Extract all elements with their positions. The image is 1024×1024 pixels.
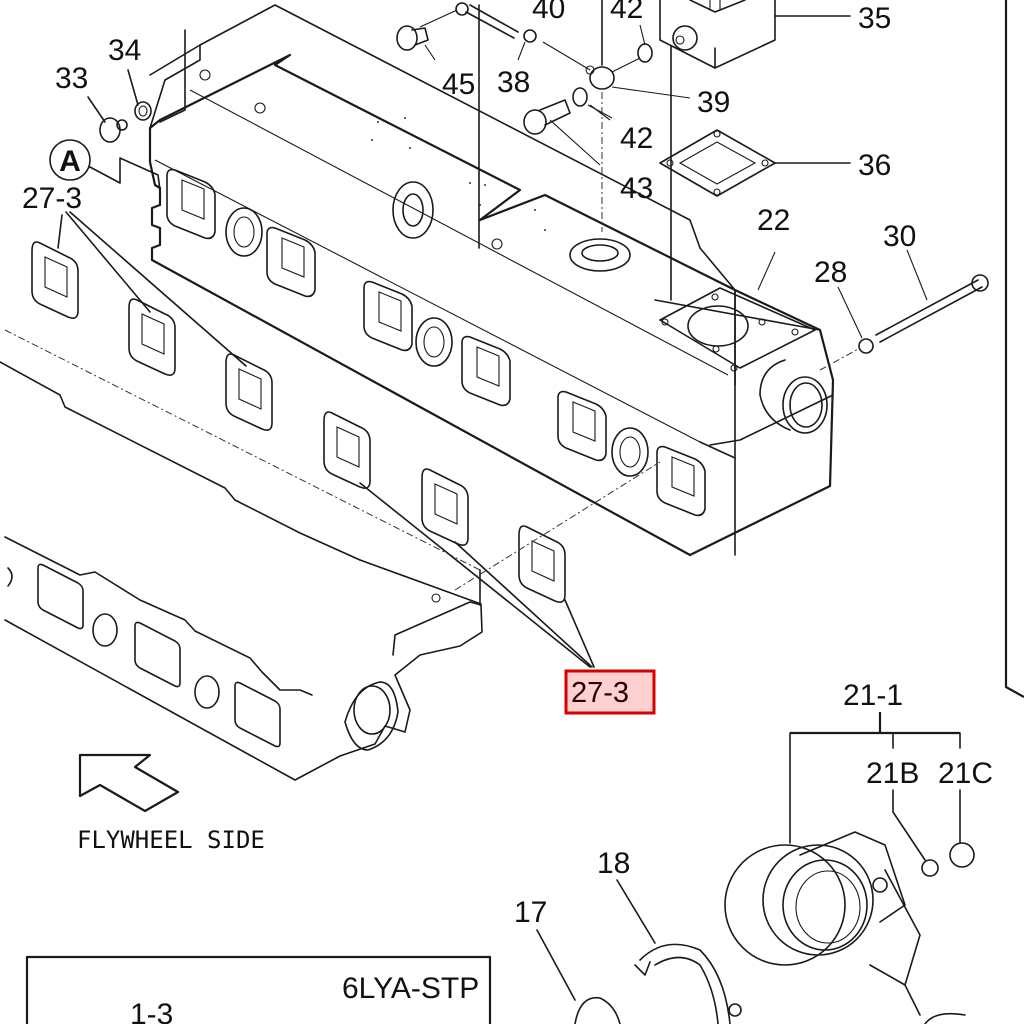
gaskets-27-3 — [31, 211, 661, 668]
callout-22[interactable]: 22 — [757, 204, 790, 237]
ring-17 — [574, 996, 621, 1024]
highlight-box — [564, 669, 656, 715]
model-box — [25, 955, 492, 1024]
callout-1-3[interactable]: 1-3 — [130, 998, 173, 1024]
exhaust-manifold — [148, 4, 835, 557]
callout-30[interactable]: 30 — [883, 220, 916, 253]
turbo-outlet-21-1 — [724, 831, 975, 1024]
callout-39[interactable]: 39 — [697, 86, 730, 119]
leaders-upper-left — [87, 69, 139, 123]
callout-42-top[interactable]: 42 — [610, 0, 643, 25]
section-marker-label: A — [59, 145, 81, 178]
model-label: 6LYA-STP — [342, 972, 479, 1005]
manifold-ports — [166, 168, 706, 517]
callout-43[interactable]: 43 — [620, 172, 653, 205]
gasket-36 — [659, 129, 851, 197]
callout-42-mid[interactable]: 42 — [620, 122, 653, 155]
flywheel-direction-arrow-icon — [78, 753, 180, 813]
callout-21B[interactable]: 21B — [866, 757, 919, 790]
highlight-label[interactable]: 27-3 — [571, 677, 629, 709]
callout-40[interactable]: 40 — [532, 0, 565, 25]
callout-21-1[interactable]: 21-1 — [843, 679, 903, 712]
callout-33[interactable]: 33 — [55, 62, 88, 95]
callout-36[interactable]: 36 — [858, 149, 891, 182]
callout-21C[interactable]: 21C — [938, 757, 993, 790]
stud-30-nut-28 — [819, 274, 989, 371]
section-marker-a: A — [49, 139, 161, 191]
callout-labels: 33 34 27-3 45 40 38 42 42 43 39 35 36 22… — [22, 0, 993, 1024]
clamp-18 — [634, 943, 742, 1024]
callout-28[interactable]: 28 — [814, 256, 847, 289]
highlighted-callout[interactable]: 27-3 — [564, 669, 656, 715]
callout-34[interactable]: 34 — [108, 34, 141, 67]
callout-38[interactable]: 38 — [497, 66, 530, 99]
cylinder-head — [0, 329, 483, 781]
frame-border-right — [1004, 0, 1024, 698]
water-elbow-35 — [659, 0, 851, 69]
callout-18[interactable]: 18 — [597, 847, 630, 880]
callout-35[interactable]: 35 — [858, 2, 891, 35]
leaders-bottom-right — [536, 712, 961, 1001]
flywheel-side-caption: FLYWHEEL SIDE — [77, 826, 265, 854]
callout-27-3-top[interactable]: 27-3 — [22, 182, 82, 215]
leaders-callouts — [424, 24, 928, 339]
callout-45[interactable]: 45 — [442, 68, 475, 101]
callout-17[interactable]: 17 — [514, 896, 547, 929]
